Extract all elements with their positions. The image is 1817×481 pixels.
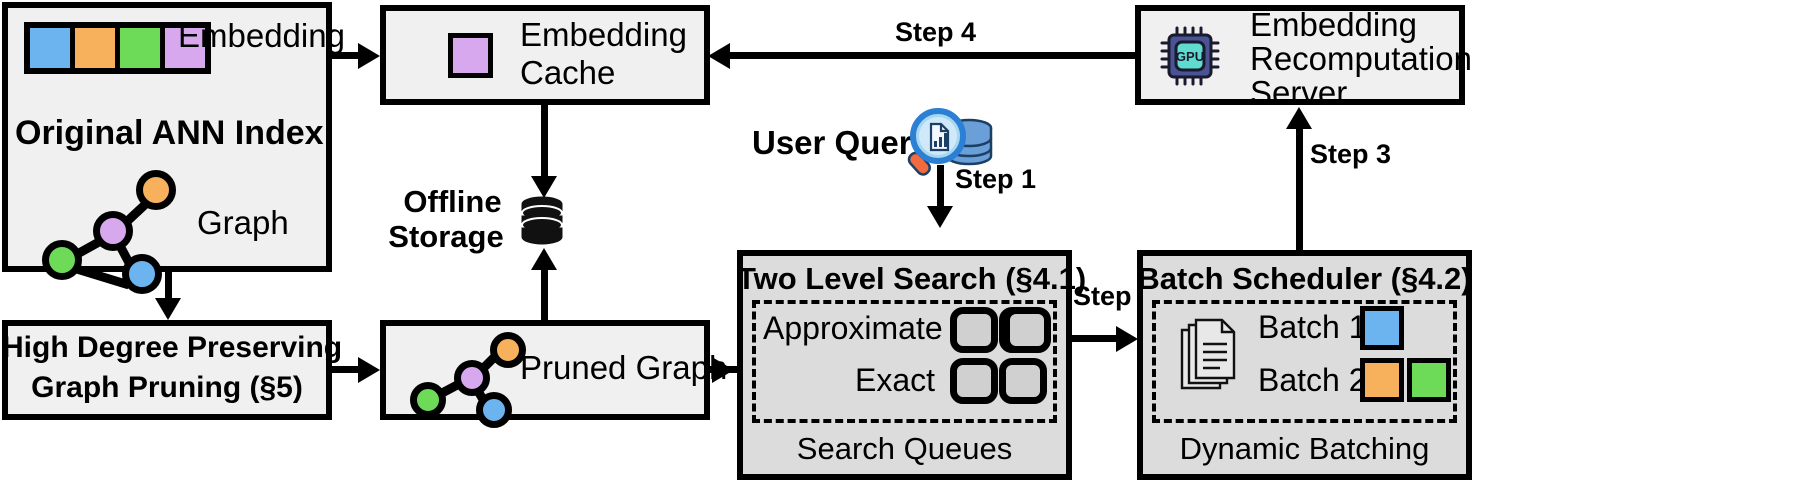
exact-label: Exact: [855, 362, 936, 398]
embedding-cache-line2: Cache: [520, 54, 616, 91]
approximate-queue-slot[interactable]: [950, 307, 998, 353]
step3-label: Step 3: [1310, 139, 1392, 169]
step1-arrow-head: [927, 206, 953, 228]
pruned-node-purple: [454, 360, 490, 396]
pruning-to-pruned-line: [332, 366, 362, 373]
dynamic-batching-footer: Dynamic Batching: [1179, 431, 1430, 466]
search-queues-footer: Search Queues: [796, 431, 1013, 466]
arrow-index-to-cache-head: [358, 43, 380, 69]
approximate-label: Approximate: [763, 310, 943, 346]
embedding-swatch-blue: [30, 28, 75, 68]
step3-arrow-head: [1286, 107, 1312, 129]
database-cylinder-icon: [518, 196, 566, 248]
original-ann-index-title: Original ANN Index: [15, 114, 324, 152]
recomputation-server-line3: Server: [1250, 74, 1348, 111]
recomputation-server-line2: Recomputation: [1250, 40, 1472, 77]
step3-arrow-line: [1296, 127, 1303, 250]
graph-node-purple: [93, 211, 133, 251]
embedding-cache-line1: Embedding: [520, 16, 687, 53]
embedding-swatch-green: [120, 28, 165, 68]
graph-pruning-line2: Graph Pruning (§5): [31, 371, 303, 404]
cache-to-storage-line: [541, 105, 548, 180]
dynamic-batching-dashed-region: [1152, 300, 1457, 423]
offline-storage-line1: Offline: [403, 184, 502, 219]
graph-node-green: [42, 240, 82, 280]
batch-1-swatch-blue: [1360, 306, 1404, 350]
graph-node-orange: [136, 170, 176, 210]
step4-arrow-line: [730, 52, 1135, 59]
exact-queue-slot[interactable]: [999, 358, 1047, 404]
step1-arrow-line: [937, 165, 944, 210]
embedding-label: Embedding: [178, 17, 345, 54]
graph-node-blue: [122, 254, 162, 294]
index-to-pruning-line: [165, 272, 172, 302]
pruned-graph-label: Pruned Graph: [520, 349, 728, 386]
embedding-swatch-purple: [165, 28, 205, 68]
cache-to-storage-head: [531, 176, 557, 198]
pruned-graph-graph: [408, 330, 528, 428]
arrow-index-to-cache-line: [332, 52, 362, 59]
step4-label: Step 4: [895, 17, 977, 47]
pruned-node-orange: [490, 332, 526, 368]
documents-stack-icon: [1178, 318, 1240, 398]
index-to-pruning-head: [155, 298, 181, 320]
batch-2-label: Batch 2: [1258, 362, 1367, 398]
step1-label: Step 1: [955, 164, 1037, 194]
embedding-swatch-orange: [75, 28, 120, 68]
graph-pruning-panel: [2, 320, 332, 420]
search-database-icon: [900, 106, 1000, 178]
step2-arrow-line: [1072, 335, 1127, 342]
two-level-search-title: Two Level Search (§4.1): [737, 261, 1087, 296]
graph-pruning-line1: High Degree Preserving: [2, 331, 343, 364]
offline-storage-line2: Storage: [388, 219, 504, 254]
batch-1-label: Batch 1: [1258, 309, 1367, 345]
step4-arrow-head: [708, 43, 730, 69]
exact-queue-slot[interactable]: [950, 358, 998, 404]
pruned-to-storage-line: [541, 262, 548, 322]
recomputation-server-line1: Embedding: [1250, 6, 1417, 43]
step2-arrow-head: [1116, 326, 1138, 352]
pruned-to-search-head: [712, 357, 734, 383]
batch-2-swatch-orange: [1360, 358, 1404, 402]
embedding-cache-panel: [380, 5, 710, 105]
batch-scheduler-title: Batch Scheduler (§4.2): [1137, 261, 1472, 296]
graph-label: Graph: [197, 204, 289, 241]
embedding-swatch-row: [24, 22, 211, 74]
batch-2-swatch-green: [1407, 358, 1451, 402]
search-queues-dashed-region: [752, 300, 1057, 423]
pruned-node-blue: [476, 392, 512, 428]
svg-text:GPU: GPU: [1176, 49, 1204, 64]
purple-square-icon: [448, 33, 493, 78]
original-ann-index-graph: [40, 168, 176, 294]
pruned-to-storage-head: [531, 248, 557, 270]
pruned-node-green: [410, 382, 446, 418]
pruning-to-pruned-head: [358, 357, 380, 383]
approximate-queue-slot[interactable]: [1003, 307, 1051, 353]
gpu-chip-icon: GPU: [1159, 25, 1221, 87]
